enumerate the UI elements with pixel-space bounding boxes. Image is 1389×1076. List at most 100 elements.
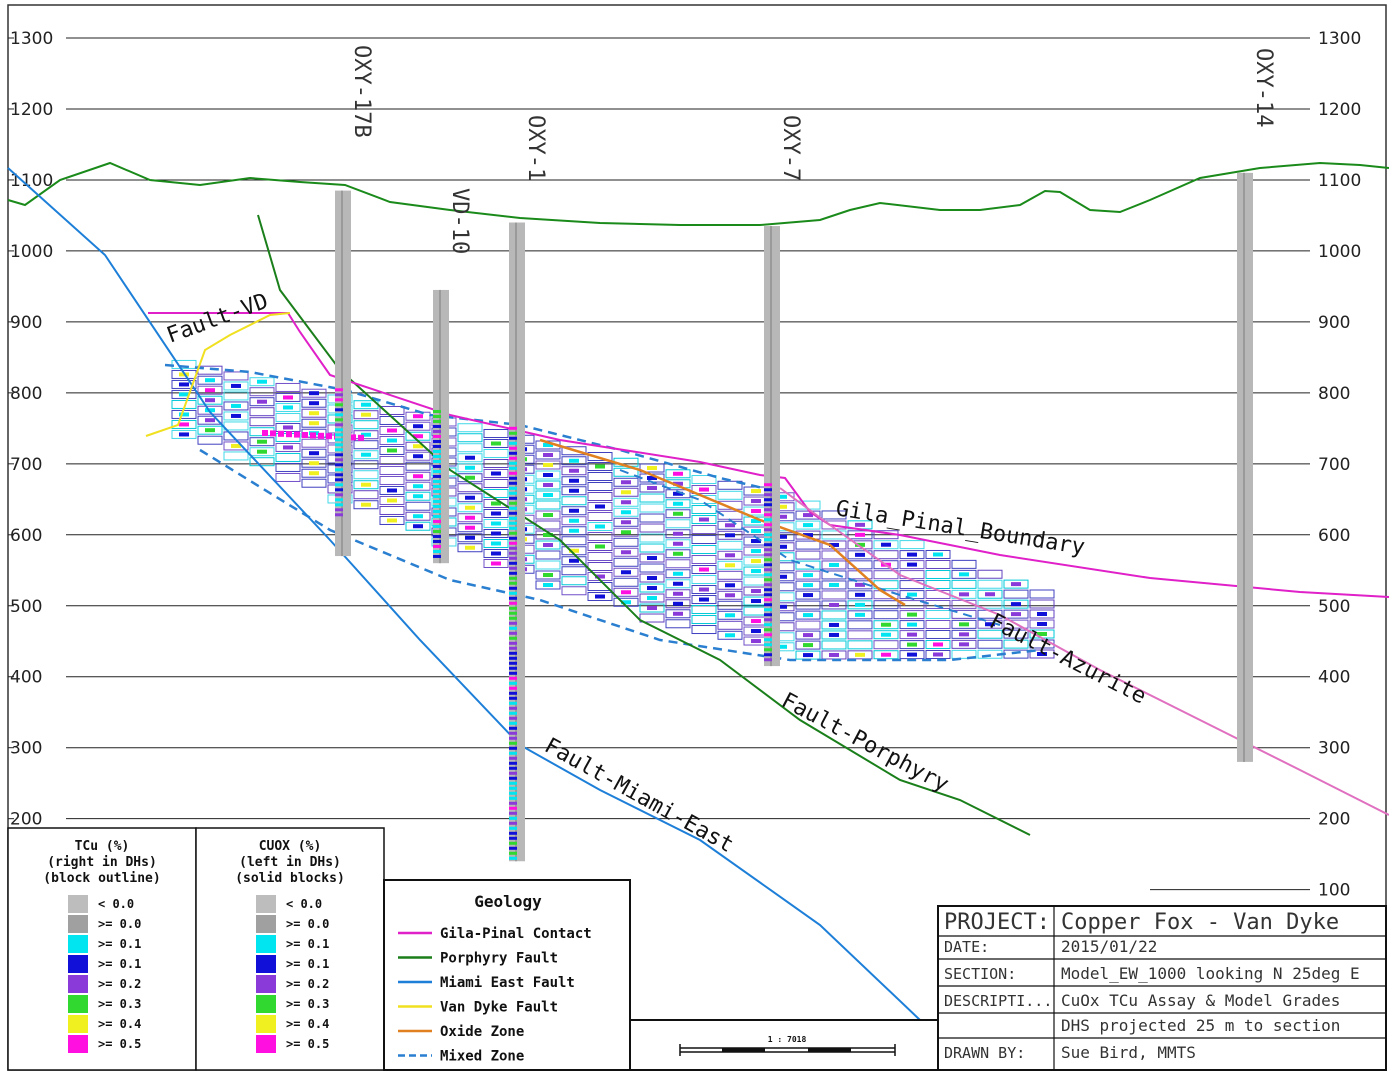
block-solid xyxy=(829,542,839,547)
block-outline xyxy=(561,506,587,516)
block-outline xyxy=(821,530,847,540)
title-block-value: 2015/01/22 xyxy=(1061,937,1157,956)
block-solid xyxy=(1011,612,1021,617)
drillhole-assay-tick xyxy=(509,671,517,675)
block-outline xyxy=(405,471,431,481)
block-outline xyxy=(795,560,821,570)
drillhole-assay-tick xyxy=(509,496,517,500)
block-solid xyxy=(751,629,761,634)
block-outline xyxy=(613,527,639,537)
drillhole-assay-tick xyxy=(335,473,343,477)
block-outline xyxy=(795,540,821,550)
block-outline xyxy=(951,619,977,629)
drillhole-assay-tick xyxy=(509,661,517,665)
block-outline xyxy=(535,540,561,550)
block-outline xyxy=(613,587,639,597)
block-outline xyxy=(717,520,743,530)
drillhole-assay-tick xyxy=(433,424,441,428)
block-outline xyxy=(535,560,561,570)
drillhole-assay-tick xyxy=(509,806,517,810)
legend-item-label: >= 0.3 xyxy=(286,997,329,1011)
elevation-label-right: 1100 xyxy=(1318,171,1361,191)
block-outline xyxy=(925,549,951,559)
block-outline xyxy=(379,475,405,485)
drillhole-assay-tick xyxy=(509,706,517,710)
drillhole-assay-tick xyxy=(509,431,517,435)
drillhole-assay-tick xyxy=(509,611,517,615)
block-solid xyxy=(543,513,553,517)
block-outline xyxy=(587,592,613,602)
block-outline xyxy=(639,493,665,503)
block-solid xyxy=(673,541,683,546)
block-outline xyxy=(639,533,665,543)
elevation-label-left: 500 xyxy=(10,597,42,617)
block-outline xyxy=(171,379,197,389)
block-solid xyxy=(621,600,631,605)
drillhole-assay-tick xyxy=(335,443,343,447)
block-outline xyxy=(1003,639,1029,649)
block-outline xyxy=(249,437,275,447)
block-solid xyxy=(933,642,943,647)
title-block-label: SECTION: xyxy=(944,965,1016,983)
block-outline xyxy=(561,536,587,546)
block-solid xyxy=(777,514,787,519)
drillhole-assay-tick xyxy=(764,563,772,567)
drillhole-assay-tick xyxy=(335,468,343,472)
block-outline xyxy=(821,620,847,630)
block-outline xyxy=(561,516,587,526)
elevation-grid: 1300120011001000900800700600500400300200… xyxy=(8,29,1361,901)
block-solid xyxy=(647,606,657,611)
block-solid xyxy=(777,604,787,609)
block-outline xyxy=(223,411,249,421)
block-solid xyxy=(621,510,631,515)
fault-porphyry-label: Fault-Porphyry xyxy=(777,688,952,797)
drillhole-assay-tick xyxy=(764,528,772,532)
block-outline xyxy=(899,650,925,660)
block-solid xyxy=(283,395,293,400)
drillhole-assay-tick xyxy=(764,488,772,492)
block-solid xyxy=(413,514,423,519)
drillhole-assay-tick xyxy=(509,531,517,535)
van-dyke-fault-line xyxy=(145,312,291,437)
block-outline xyxy=(483,548,509,558)
block-outline xyxy=(483,478,509,488)
drillhole-assay-tick xyxy=(509,506,517,510)
block-solid xyxy=(491,561,501,566)
mixed-zone-upper-boundary xyxy=(164,363,781,494)
block-outline xyxy=(691,605,717,615)
elevation-label-right: 500 xyxy=(1318,597,1350,617)
block-outline xyxy=(405,461,431,471)
drillhole-assay-tick xyxy=(335,458,343,462)
block-solid xyxy=(751,639,761,644)
block-outline xyxy=(483,558,509,568)
block-solid xyxy=(361,482,371,487)
drillhole-assay-tick xyxy=(509,561,517,565)
block-outline xyxy=(223,391,249,401)
block-outline xyxy=(639,593,665,603)
legend-item-label: >= 0.1 xyxy=(286,957,329,971)
block-solid xyxy=(777,644,787,649)
block-solid xyxy=(465,525,475,530)
block-outline xyxy=(691,615,717,625)
block-outline xyxy=(275,382,301,392)
block-solid xyxy=(855,612,865,617)
drillhole-assay-tick xyxy=(509,636,517,640)
block-solid xyxy=(283,425,293,430)
block-outline xyxy=(847,630,873,640)
block-solid xyxy=(491,551,501,556)
block-solid xyxy=(387,428,397,433)
drillhole-assay-tick xyxy=(509,631,517,635)
drillhole-assay-tick xyxy=(509,841,517,845)
fault-vd-label: Fault-VD xyxy=(164,289,272,349)
block-outline xyxy=(561,566,587,576)
elevation-label-right: 400 xyxy=(1318,668,1350,688)
legend-cuox-title: CUOX (%)(left in DHs)(solid blocks) xyxy=(235,839,345,886)
block-solid xyxy=(491,541,501,546)
block-outline xyxy=(613,537,639,547)
block-solid xyxy=(491,511,501,516)
drillhole-assay-tick xyxy=(509,786,517,790)
block-solid xyxy=(673,601,683,606)
drillhole-assay-tick xyxy=(509,791,517,795)
block-solid xyxy=(543,573,553,577)
